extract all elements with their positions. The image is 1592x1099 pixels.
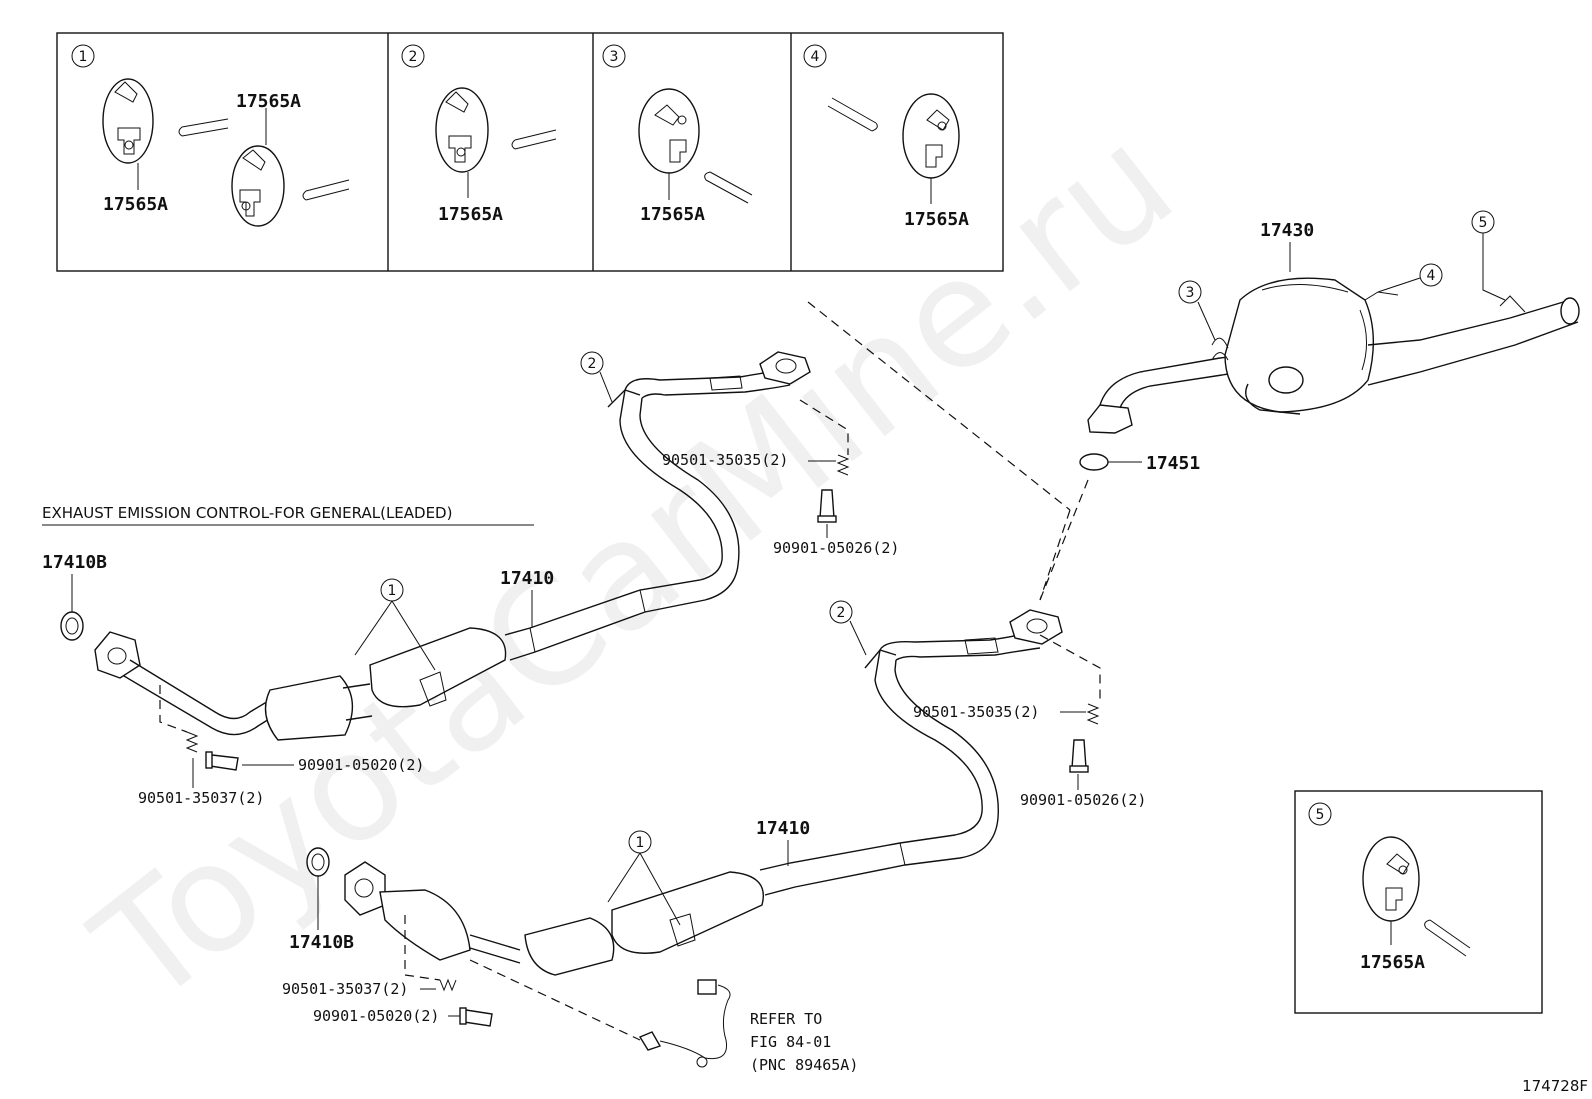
bolt-icon	[817, 489, 837, 523]
catalytic-converter-icon	[264, 675, 354, 741]
inset-box-5: 5 17565A	[1294, 790, 1543, 1014]
callout-5: 5	[1471, 210, 1506, 301]
part-label-17451: 17451	[1146, 453, 1200, 474]
inset-box-3: 3 17565A	[602, 44, 753, 225]
hanger-bracket-icon	[419, 671, 447, 707]
svg-text:5: 5	[1479, 215, 1488, 231]
flange-icon	[94, 631, 141, 679]
flange-icon	[759, 351, 811, 385]
svg-text:1: 1	[388, 583, 397, 599]
hanger-bracket-icon	[1499, 295, 1526, 313]
callout-4: 4	[1377, 263, 1443, 293]
bolt-icon	[1069, 739, 1089, 773]
muffler-icon	[1224, 277, 1374, 413]
rubber-hanger-icon	[638, 88, 700, 174]
rubber-hanger-icon	[231, 145, 285, 227]
svg-text:2: 2	[588, 356, 597, 372]
spring-icon	[1086, 703, 1100, 725]
catalytic-converter-icon	[611, 871, 764, 954]
part-label-17565a: 17565A	[236, 91, 301, 112]
inset-box-number: 1	[79, 49, 88, 65]
catalytic-converter-icon	[524, 917, 615, 976]
part-label-bolt: 90901-05026(2)	[773, 539, 899, 557]
callout-1-lower: 1	[607, 830, 681, 926]
tail-pipe-muffler	[1079, 277, 1580, 471]
watermark: ToyotaCarMine.ru	[64, 94, 1205, 1038]
part-label-17565a: 17565A	[1360, 952, 1425, 973]
hanger-rod-icon	[827, 97, 878, 132]
callout-1-upper: 1	[354, 578, 436, 671]
inset-box-2: 2 17565A	[401, 44, 557, 225]
rubber-hanger-icon	[902, 93, 960, 179]
hanger-rod-icon	[704, 171, 753, 204]
oxygen-sensor-icon	[638, 1031, 662, 1051]
spring-icon	[439, 978, 457, 992]
inset-box-4: 4 17565A	[803, 44, 969, 230]
hanger-bracket-icon	[1364, 291, 1399, 301]
hanger-rod-icon	[178, 118, 229, 137]
svg-text:2: 2	[837, 605, 846, 621]
figure-code: 174728F	[1522, 1077, 1588, 1095]
spring-icon	[185, 731, 199, 753]
svg-text:1: 1	[636, 835, 645, 851]
part-label-bolt: 90901-05020(2)	[298, 756, 424, 774]
rubber-hanger-icon	[102, 78, 154, 164]
callout-2-upper: 2	[580, 351, 613, 403]
svg-text:3: 3	[1186, 285, 1195, 301]
gasket-icon	[1079, 453, 1109, 471]
svg-text:(PNC 89465A): (PNC 89465A)	[750, 1056, 858, 1074]
catalytic-converter-icon	[379, 889, 471, 961]
gasket-icon	[60, 611, 84, 641]
spring-icon	[836, 454, 850, 476]
part-label-bolt: 90901-05026(2)	[1020, 791, 1146, 809]
reference-note: REFER TO FIG 84-01 (PNC 89465A)	[750, 1010, 858, 1074]
inset-box-number: 3	[610, 49, 619, 65]
section-title: EXHAUST EMISSION CONTROL-FOR GENERAL(LEA…	[42, 504, 452, 522]
part-label-bolt: 90901-05020(2)	[313, 1007, 439, 1025]
bolt-icon	[205, 751, 239, 771]
part-label-17430: 17430	[1260, 220, 1314, 241]
callout-2-lower: 2	[829, 600, 867, 656]
part-label-spring: 90501-35037(2)	[138, 789, 264, 807]
flange-icon	[1009, 609, 1063, 645]
bolt-icon	[459, 1007, 493, 1027]
svg-text:REFER TO: REFER TO	[750, 1010, 822, 1028]
hanger-bracket-icon	[709, 375, 743, 391]
part-label-17410b: 17410B	[42, 552, 107, 573]
inset-box-number: 2	[409, 49, 418, 65]
rubber-hanger-icon	[435, 87, 489, 173]
catalytic-converter-icon	[369, 627, 507, 708]
part-label-17410: 17410	[500, 568, 554, 589]
part-label-17565a: 17565A	[103, 194, 168, 215]
part-label-spring: 90501-35035(2)	[913, 703, 1039, 721]
inset-box-number: 5	[1316, 807, 1325, 823]
inset-box-1: 1 17565A 17565A	[71, 44, 350, 227]
part-label-17565a: 17565A	[640, 204, 705, 225]
svg-text:4: 4	[1427, 268, 1436, 284]
part-label-17565a: 17565A	[438, 204, 503, 225]
part-label-17410b: 17410B	[289, 932, 354, 953]
sensor-wire-icon	[659, 984, 731, 1060]
part-label-17565a: 17565A	[904, 209, 969, 230]
part-label-spring: 90501-35035(2)	[662, 451, 788, 469]
front-exhaust-pipe-lower	[306, 609, 1063, 1068]
part-label-17410: 17410	[756, 818, 810, 839]
front-exhaust-pipe-upper	[60, 351, 811, 741]
inset-box-number: 4	[811, 49, 820, 65]
hanger-bracket-icon	[669, 913, 696, 947]
gasket-icon	[306, 847, 330, 877]
svg-text:FIG 84-01: FIG 84-01	[750, 1033, 831, 1051]
hanger-bracket-icon	[1211, 337, 1229, 361]
hanger-rod-icon	[1424, 919, 1471, 957]
flange-icon	[1087, 404, 1133, 434]
hanger-rod-icon	[302, 179, 350, 201]
callout-3: 3	[1178, 280, 1216, 341]
sensor-connector-icon	[697, 979, 717, 995]
rubber-hanger-icon	[1362, 836, 1420, 922]
hanger-rod-icon	[511, 129, 557, 150]
hanger-bracket-icon	[964, 637, 999, 655]
part-label-spring: 90501-35037(2)	[282, 980, 408, 998]
inset-panel	[56, 32, 1004, 272]
